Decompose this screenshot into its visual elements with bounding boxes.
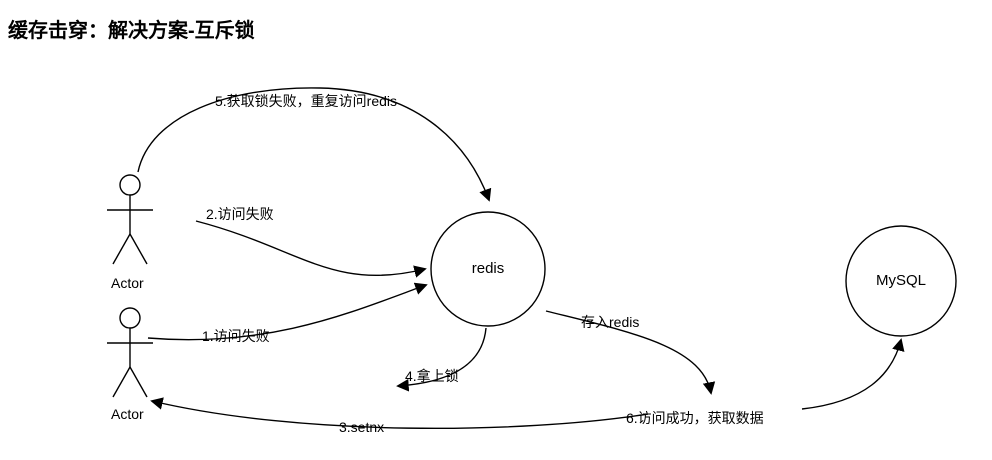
redis-node-label: redis	[471, 260, 505, 277]
arrow-step2	[195, 220, 427, 278]
arrow-step3	[150, 397, 649, 430]
arrow-step5	[137, 87, 492, 202]
redis-node	[430, 211, 546, 327]
mysql-node	[845, 225, 957, 337]
actor-top-label: Actor	[111, 275, 144, 291]
arrow-store-redis	[545, 310, 716, 395]
label-store-redis: 存入redis	[581, 314, 640, 330]
label-step5: 5.获取锁失败，重复访问redis	[215, 93, 398, 109]
arrow-step1	[147, 282, 428, 341]
actor-bottom-icon	[107, 307, 153, 398]
label-step1: 1.访问失败	[202, 328, 270, 344]
arrow-step6	[801, 338, 905, 410]
page-title: 缓存击穿：解决方案-互斥锁	[8, 20, 255, 42]
label-step2: 2.访问失败	[206, 206, 274, 222]
label-step6: 6.访问成功，获取数据	[626, 410, 764, 426]
actor-top-icon	[107, 174, 153, 265]
mysql-node-label: MySQL	[875, 272, 926, 289]
label-step3: 3.setnx	[339, 419, 385, 435]
arrow-step4	[396, 327, 487, 392]
label-step4: 4.拿上锁	[405, 368, 459, 384]
actor-bottom-label: Actor	[111, 406, 144, 422]
